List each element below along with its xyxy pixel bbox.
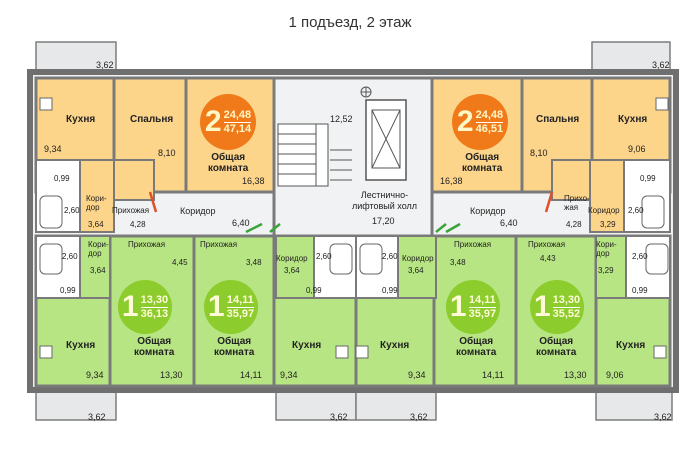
apt-tr-bath: 2,60: [628, 206, 644, 215]
balcony-dim-bottom-2: 3,62: [330, 412, 348, 422]
apt-b4-common-area: 13,30: [564, 370, 587, 380]
apt-tl-corridor-area: 3,64: [88, 220, 104, 229]
apt-tl-bedroom-area: 8,10: [158, 148, 176, 158]
apt-b1-bath: 2,60: [62, 252, 78, 261]
apt-b1-hall: Прихожая: [128, 240, 166, 249]
corridor-left-name: Коридор: [180, 206, 216, 216]
apt-b3-hall: Прихожая: [454, 240, 492, 249]
apt-tr-corridor-area: 3,29: [600, 220, 616, 229]
apt-b4-corridor-area: 3,29: [598, 266, 614, 275]
apt-b2-common: Общая комната: [214, 336, 255, 358]
apt-b3-common-area: 14,11: [482, 370, 504, 380]
apt-b4-bath: 2,60: [632, 252, 648, 261]
apt-b3-corridor: Коридор: [402, 254, 434, 263]
apt-b1-wc: 0,99: [60, 286, 76, 295]
apt-b1-corridor-area: 3,64: [90, 266, 106, 275]
apt-tr-common: Общая комната: [462, 152, 503, 174]
hall-name: Лестнично- лифтовый холл: [352, 190, 417, 211]
balcony-dim-top-right: 3,62: [652, 60, 670, 70]
apt-b2-kitchen-area: 9,34: [280, 370, 298, 380]
apt-tl-common-area: 16,38: [242, 176, 265, 186]
corridor-right-area: 6,40: [500, 218, 518, 228]
apt-b2-wc: 0,99: [306, 286, 322, 295]
apt-b3-common: Общая комната: [456, 336, 497, 358]
apt-tl-kitchen-area: 9,34: [44, 144, 62, 154]
apt-b1-kitchen: Кухня: [66, 340, 96, 351]
apt-tl-common: Общая комната: [208, 152, 249, 174]
apt-tr-hall: Прихо- жая: [564, 194, 590, 212]
stair: [277, 123, 329, 187]
stair-dim: 12,52: [330, 114, 353, 124]
apt-tl-hall: Прихожая: [112, 206, 150, 215]
page-title: 1 подъезд, 2 этаж: [288, 14, 412, 31]
apt-b4-kitchen: Кухня: [616, 340, 646, 351]
apt-b4-hall-area: 4,43: [540, 254, 556, 263]
apt-tr-common-area: 16,38: [440, 176, 463, 186]
apt-b4-corridor: Кори- дор: [596, 240, 617, 258]
apt-b2-common-area: 14,11: [240, 370, 262, 380]
apt-b4-common: Общая комната: [536, 336, 577, 358]
apt-tl-corridor: Кори- дор: [86, 194, 107, 212]
apt-tr-kitchen-area: 9,06: [628, 144, 646, 154]
apt-b2-corridor: Коридор: [276, 254, 308, 263]
corridor-right-name: Коридор: [470, 206, 506, 216]
apt-b2-corridor-area: 3,64: [284, 266, 300, 275]
apt-b1-common-area: 13,30: [160, 370, 183, 380]
apt-b3-kitchen-area: 9,34: [408, 370, 426, 380]
apt-tr-wc: 0,99: [640, 174, 656, 183]
balcony-dim-bottom-4: 3,62: [654, 412, 672, 422]
apt-b3-wc: 0,99: [382, 286, 398, 295]
apt-tr-hall-area: 4,28: [566, 220, 582, 229]
apt-tl-bedroom: Спальня: [130, 114, 174, 125]
apt-tl-hall-area: 4,28: [130, 220, 146, 229]
apt-tr-bedroom-area: 8,10: [530, 148, 548, 158]
apt-b3-kitchen: Кухня: [380, 340, 410, 351]
apt-b3-corridor-area: 3,64: [408, 266, 424, 275]
apt-b2-kitchen: Кухня: [292, 340, 322, 351]
balcony-dim-bottom-3: 3,62: [410, 412, 428, 422]
apt-b2-hall-area: 3,48: [246, 258, 262, 267]
apt-b1-kitchen-area: 9,34: [86, 370, 104, 380]
balcony-dim-top-left: 3,62: [96, 60, 114, 70]
apt-tr-corridor: Коридор: [588, 206, 620, 215]
balcony-dim-bottom-1: 3,62: [88, 412, 106, 422]
apt-b2-hall: Прихожая: [200, 240, 238, 249]
apt-b4-wc: 0,99: [632, 286, 648, 295]
apt-tr-kitchen: Кухня: [618, 114, 648, 125]
apt-b3-hall-area: 3,48: [450, 258, 466, 267]
apt-b3-bath: 2,60: [382, 252, 398, 261]
apt-b4-kitchen-area: 9,06: [606, 370, 624, 380]
apt-b4-hall: Прихожая: [528, 240, 566, 249]
apt-tl-wc: 0,99: [54, 174, 70, 183]
corridor-left-area: 6,40: [232, 218, 250, 228]
hall-area: 17,20: [372, 216, 395, 226]
apt-b2-bath: 2,60: [316, 252, 332, 261]
apt-b1-common: Общая комната: [134, 336, 175, 358]
apt-b1-hall-area: 4,45: [172, 258, 188, 267]
apt-tr-bedroom: Спальня: [536, 114, 580, 125]
apt-top-left-rooms: [34, 76, 276, 194]
apt-b1-corridor: Кори- дор: [88, 240, 109, 258]
apt-tl-bath: 2,60: [64, 206, 80, 215]
apt-tl-kitchen: Кухня: [66, 114, 96, 125]
